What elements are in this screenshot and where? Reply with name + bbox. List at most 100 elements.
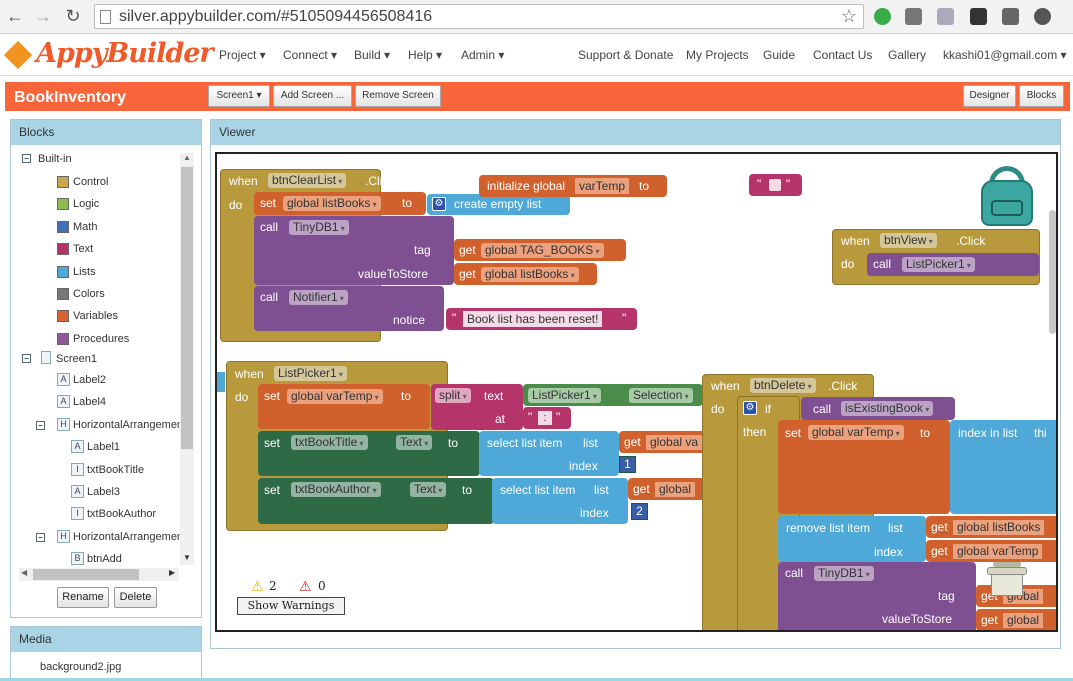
component-dropdown[interactable]: txtBookTitle [291, 435, 368, 450]
extension-hangouts-icon[interactable] [874, 8, 891, 25]
select-list-item-1[interactable]: select list item list index [479, 431, 619, 476]
builtin-math[interactable]: Math [73, 220, 98, 233]
variable-dropdown[interactable]: global listBooks [481, 267, 579, 282]
scroll-right-icon[interactable]: ▶ [169, 568, 176, 577]
forward-icon[interactable]: → [34, 6, 52, 26]
component-dropdown[interactable]: btnClearList [268, 173, 347, 188]
remove-screen-button[interactable]: Remove Screen [355, 85, 441, 107]
index-in-list-block[interactable]: index in list thi [950, 420, 1056, 514]
collapse-arrangement-icon[interactable]: − [36, 420, 45, 430]
show-warnings-button[interactable]: Show Warnings [237, 597, 345, 615]
tree-component[interactable]: btnAdd [87, 553, 122, 566]
tree-builtin[interactable]: Built-in [38, 153, 72, 165]
text-value[interactable]: : [538, 411, 552, 425]
builtin-procedures[interactable]: Procedures [73, 332, 130, 345]
link-support-donate[interactable]: Support & Donate [578, 48, 674, 62]
add-screen-button[interactable]: Add Screen ... [273, 85, 352, 107]
link-my-projects[interactable]: My Projects [686, 48, 749, 62]
component-dropdown[interactable]: btnView [880, 233, 937, 248]
split-text-block[interactable]: split text at [431, 384, 523, 430]
tree-scroll-thumb[interactable] [181, 167, 193, 449]
variable-dropdown[interactable]: global listBooks [953, 520, 1045, 535]
delete-button[interactable]: Delete [114, 587, 157, 608]
tree-component[interactable]: Label2 [73, 374, 107, 386]
scroll-down-icon[interactable]: ▼ [183, 553, 191, 562]
variable-dropdown[interactable]: global varTemp [953, 544, 1043, 559]
tree-component[interactable]: txtBookTitle [87, 463, 145, 476]
tree-screen1[interactable]: Screen1 [56, 353, 97, 365]
extension-apps-icon[interactable] [905, 8, 922, 25]
tree-component[interactable]: Label3 [87, 486, 121, 498]
variable-dropdown[interactable]: global [655, 482, 696, 497]
builtin-text[interactable]: Text [73, 243, 94, 256]
builtin-lists[interactable]: Lists [73, 265, 96, 278]
backpack-icon[interactable] [979, 166, 1035, 228]
account-menu[interactable]: kkashi01@gmail.com ▾ [943, 48, 1067, 62]
mutator-gear-icon[interactable]: ⚙ [743, 401, 757, 415]
designer-button[interactable]: Designer [963, 85, 1016, 107]
tree-component[interactable]: Label1 [87, 441, 121, 454]
get-global-2[interactable]: get global [628, 478, 706, 500]
get-global-vartemp-1[interactable]: get global va [619, 431, 709, 453]
initialize-global-vartemp[interactable]: initialize global varTemp to [479, 175, 667, 197]
component-dropdown[interactable]: TinyDB1 [814, 566, 874, 581]
create-empty-list-block[interactable]: ⚙ create empty list [427, 194, 570, 215]
tree-hscroll-thumb[interactable] [33, 569, 139, 580]
call-tinydb1-storevalue-2[interactable]: call TinyDB1 tag valueToStore [778, 562, 976, 630]
text-value[interactable] [769, 179, 781, 191]
select-list-item-2[interactable]: select list item list index [492, 478, 628, 524]
get-global-listbooks-2[interactable]: get global listBooks [926, 516, 1056, 538]
set-global-vartemp-index[interactable]: set global varTemp to [778, 420, 950, 514]
reload-icon[interactable]: ↻ [65, 6, 81, 26]
menu-help[interactable]: Help ▾ [408, 48, 443, 62]
get-global-vartemp-2[interactable]: get global varTemp [926, 540, 1056, 562]
address-bar[interactable]: silver.appybuilder.com/#5105094456508416… [94, 4, 864, 29]
call-notifier1-showalert[interactable]: call Notifier1 notice [254, 286, 444, 331]
scroll-left-icon[interactable]: ◀ [21, 568, 28, 577]
bookmark-star-icon[interactable]: ☆ [840, 6, 857, 26]
variable-dropdown[interactable]: global listBooks [283, 196, 381, 211]
call-tinydb1-storevalue-1[interactable]: call TinyDB1 tag valueToStore [254, 216, 454, 285]
get-global-4[interactable]: get global [976, 609, 1056, 630]
extension-b-icon[interactable] [1002, 8, 1019, 25]
number-two[interactable]: 2 [631, 503, 648, 520]
rename-button[interactable]: Rename [57, 587, 109, 608]
workspace-vscroll-thumb[interactable] [1049, 210, 1056, 334]
property-dropdown[interactable]: Text [396, 435, 433, 450]
menu-admin[interactable]: Admin ▾ [461, 48, 505, 62]
collapse-screen1-icon[interactable]: − [22, 354, 31, 363]
property-dropdown[interactable]: Text [410, 482, 447, 497]
set-txtbookauthor-text[interactable]: set txtBookAuthor Text to [258, 478, 494, 524]
blocks-button[interactable]: Blocks [1019, 85, 1064, 107]
extension-circle-icon[interactable] [970, 8, 987, 25]
builtin-control[interactable]: Control [73, 176, 109, 188]
component-dropdown[interactable]: Notifier1 [289, 290, 348, 305]
get-global-tag-books[interactable]: get global TAG_BOOKS [454, 239, 626, 261]
component-dropdown[interactable]: TinyDB1 [289, 220, 349, 235]
link-guide[interactable]: Guide [763, 48, 796, 62]
procedure-dropdown[interactable]: isExistingBook [841, 401, 934, 416]
text-empty-string[interactable]: " " [749, 174, 802, 196]
number-one[interactable]: 1 [619, 456, 636, 473]
menu-project[interactable]: Project ▾ [219, 48, 266, 62]
call-isexistingbook[interactable]: call isExistingBook [801, 397, 955, 420]
appybuilder-logo[interactable]: AppyBuilder [3, 38, 214, 69]
media-item[interactable]: background2.jpg [40, 661, 122, 673]
variable-dropdown[interactable]: global TAG_BOOKS [481, 243, 604, 258]
variable-dropdown[interactable]: global [1003, 613, 1044, 628]
scroll-up-icon[interactable]: ▲ [183, 153, 191, 162]
blocks-workspace[interactable]: when btnClearList .Click do set global l… [215, 152, 1058, 632]
call-listpicker1-open[interactable]: call ListPicker1 [867, 253, 1039, 276]
variable-name[interactable]: varTemp [575, 178, 630, 194]
tree-component[interactable]: HorizontalArrangemen [73, 418, 184, 431]
menu-build[interactable]: Build ▾ [354, 48, 391, 62]
listpicker1-selection-getter[interactable]: ListPicker1 Selection [523, 384, 703, 406]
tree-horizontal-scrollbar[interactable]: ◀ ▶ [19, 568, 179, 581]
tree-component[interactable]: Label4 [73, 396, 107, 409]
component-dropdown[interactable]: ListPicker1 [274, 366, 347, 381]
menu-connect[interactable]: Connect ▾ [283, 48, 338, 62]
component-dropdown[interactable]: ListPicker1 [528, 388, 601, 403]
back-icon[interactable]: ← [6, 6, 24, 26]
builtin-variables[interactable]: Variables [73, 310, 119, 323]
tree-component[interactable]: HorizontalArrangemen [73, 530, 184, 543]
